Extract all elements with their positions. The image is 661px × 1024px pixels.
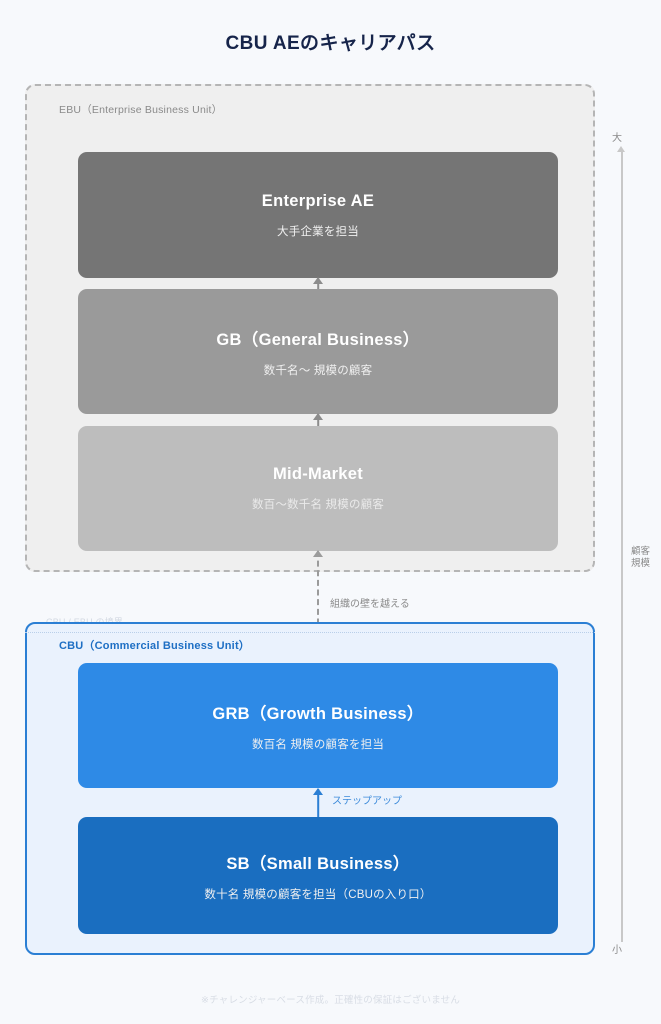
tier-title: GRB（Growth Business） — [212, 704, 424, 723]
tier-subtitle: 数十名 規模の顧客を担当（CBUの入り口） — [204, 888, 432, 901]
tier-box-enterprise-ae[interactable]: Enterprise AE 大手企業を担当 — [78, 152, 558, 278]
customer-scale-axis-line — [621, 152, 623, 942]
customer-scale-axis-arrow-icon — [617, 146, 625, 152]
page-title: CBU AEのキャリアパス — [225, 33, 436, 54]
tier-title: SB（Small Business） — [226, 854, 410, 873]
tier-subtitle: 数千名〜 規模の顧客 — [263, 364, 373, 377]
tier-subtitle: 大手企業を担当 — [277, 225, 359, 238]
tier-box-sb[interactable]: SB（Small Business） 数十名 規模の顧客を担当（CBUの入り口） — [78, 817, 558, 934]
footer-note: ※チャレンジャーベース作成。正確性の保証はございません — [200, 995, 461, 1006]
stepup-label: ステップアップ — [332, 796, 402, 807]
tier-title: Mid-Market — [272, 465, 364, 483]
scale-top-label: 大 — [612, 133, 622, 144]
cbu-panel-label: CBU（Commercial Business Unit） — [59, 640, 251, 652]
tier-title: Enterprise AE — [261, 191, 375, 210]
scale-axis-title: 顧客規模 — [631, 546, 650, 570]
tier-subtitle: 数百〜数千名 規模の顧客 — [251, 499, 385, 511]
scale-axis-title-line1: 顧客 — [631, 546, 651, 557]
scale-axis-title-line2: 規模 — [631, 557, 651, 569]
cross-wall-label: 組織の壁を越える — [330, 599, 410, 610]
boundary-dotted-line — [25, 632, 595, 633]
scale-bottom-label: 小 — [612, 945, 622, 956]
tier-box-gb[interactable]: GB（General Business） 数千名〜 規模の顧客 — [78, 289, 558, 414]
ebu-panel-label: EBU（Enterprise Business Unit） — [59, 104, 223, 116]
tier-box-mid-market[interactable]: Mid-Market 数百〜数千名 規模の顧客 — [78, 426, 558, 551]
tier-title: GB（General Business） — [216, 330, 420, 349]
tier-box-grb[interactable]: GRB（Growth Business） 数百名 規模の顧客を担当 — [78, 663, 558, 788]
tier-subtitle: 数百名 規模の顧客を担当 — [251, 738, 385, 751]
